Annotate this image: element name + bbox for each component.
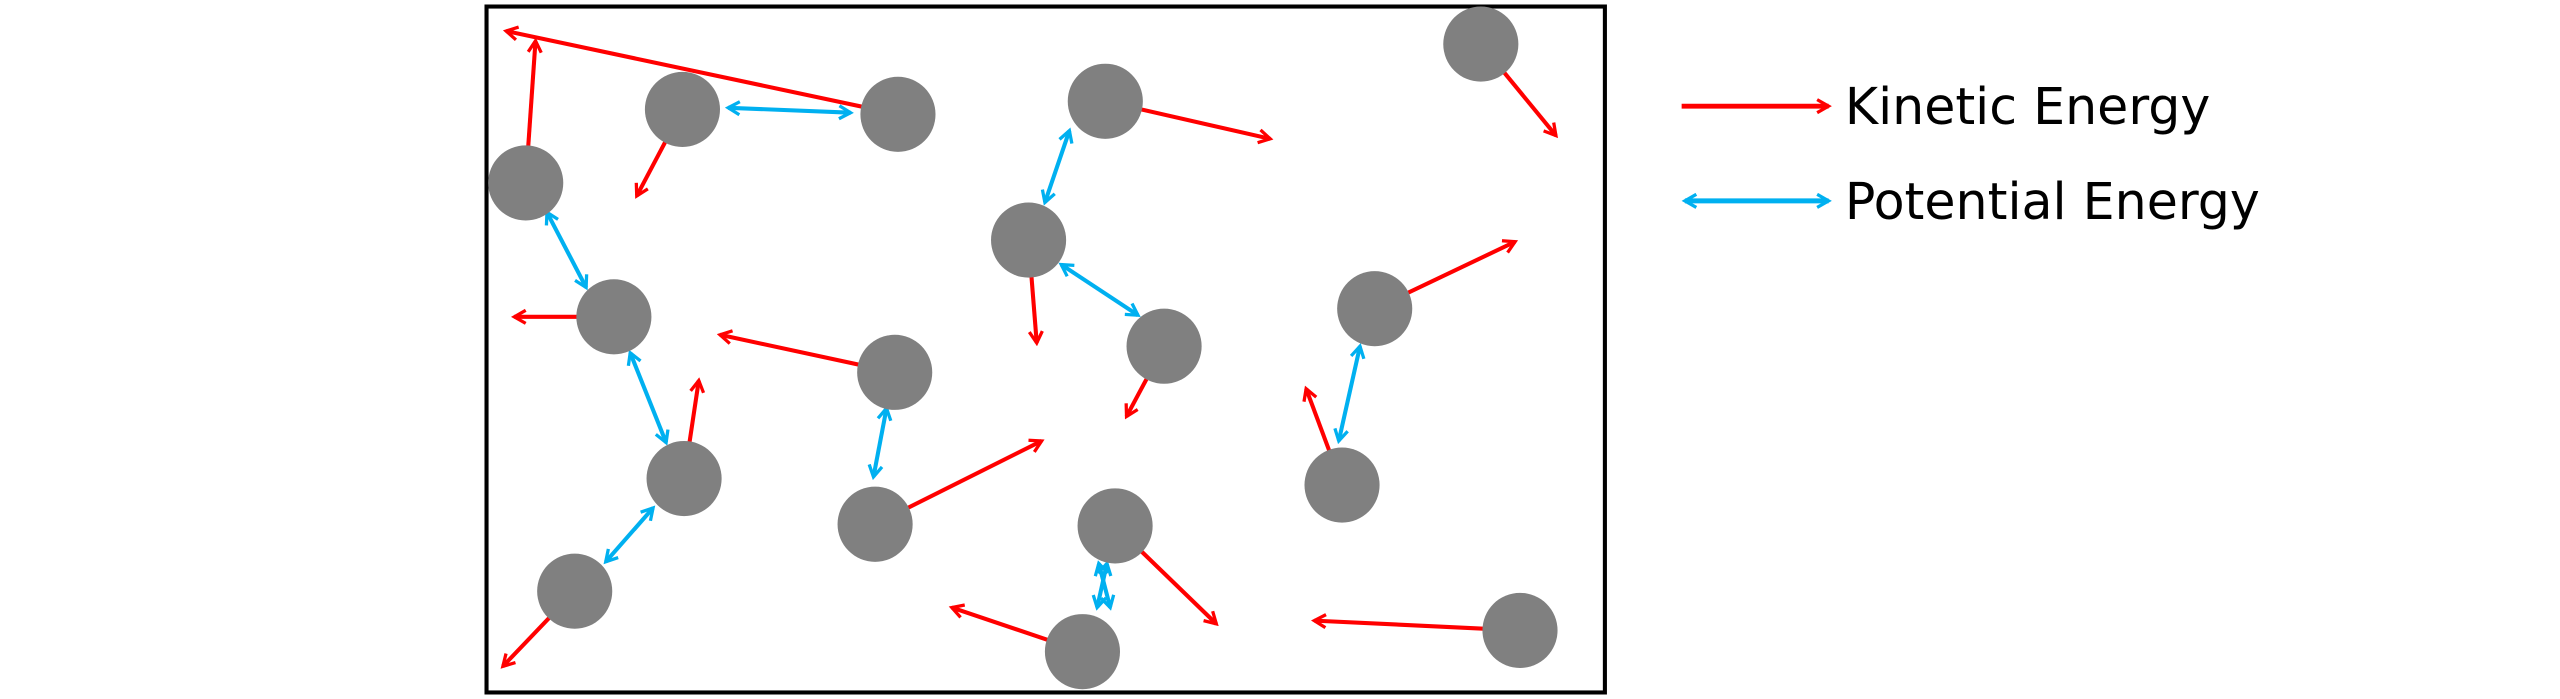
potential-energy-arrow: [630, 353, 666, 443]
potential-energy-arrow: [1061, 265, 1138, 316]
particle: [1067, 63, 1143, 139]
particle: [1126, 308, 1202, 384]
particle: [537, 553, 613, 629]
particle: [860, 76, 936, 152]
potential-energy-arrow: [547, 212, 586, 287]
potential-energy-arrow: [1339, 346, 1360, 441]
particle: [857, 334, 933, 410]
particle: [837, 486, 913, 562]
particle: [1077, 488, 1153, 564]
legend-kinetic-label: Kinetic Energy: [1845, 77, 2210, 136]
legend: Kinetic Energy Potential Energy: [1681, 77, 2260, 231]
particle: [646, 440, 722, 517]
particle: [1482, 592, 1558, 668]
particle: [1337, 271, 1413, 347]
particle: [1443, 6, 1519, 82]
potential-energy-arrow: [1099, 563, 1110, 607]
particles: [488, 6, 1558, 690]
potential-energy-arrow: [1045, 131, 1069, 203]
particle: [576, 279, 652, 355]
particle: [488, 145, 564, 221]
particle: [1304, 447, 1380, 523]
potential-energy-arrow: [728, 108, 850, 113]
potential-energy-arrow: [873, 408, 886, 477]
potential-energy-arrow: [606, 508, 653, 562]
potential-energy-links: [547, 108, 1360, 608]
kinetic-energy-arrow: [506, 31, 899, 117]
particle: [991, 202, 1067, 278]
particle: [644, 71, 720, 147]
particle: [1044, 614, 1120, 690]
legend-potential-label: Potential Energy: [1845, 172, 2260, 231]
